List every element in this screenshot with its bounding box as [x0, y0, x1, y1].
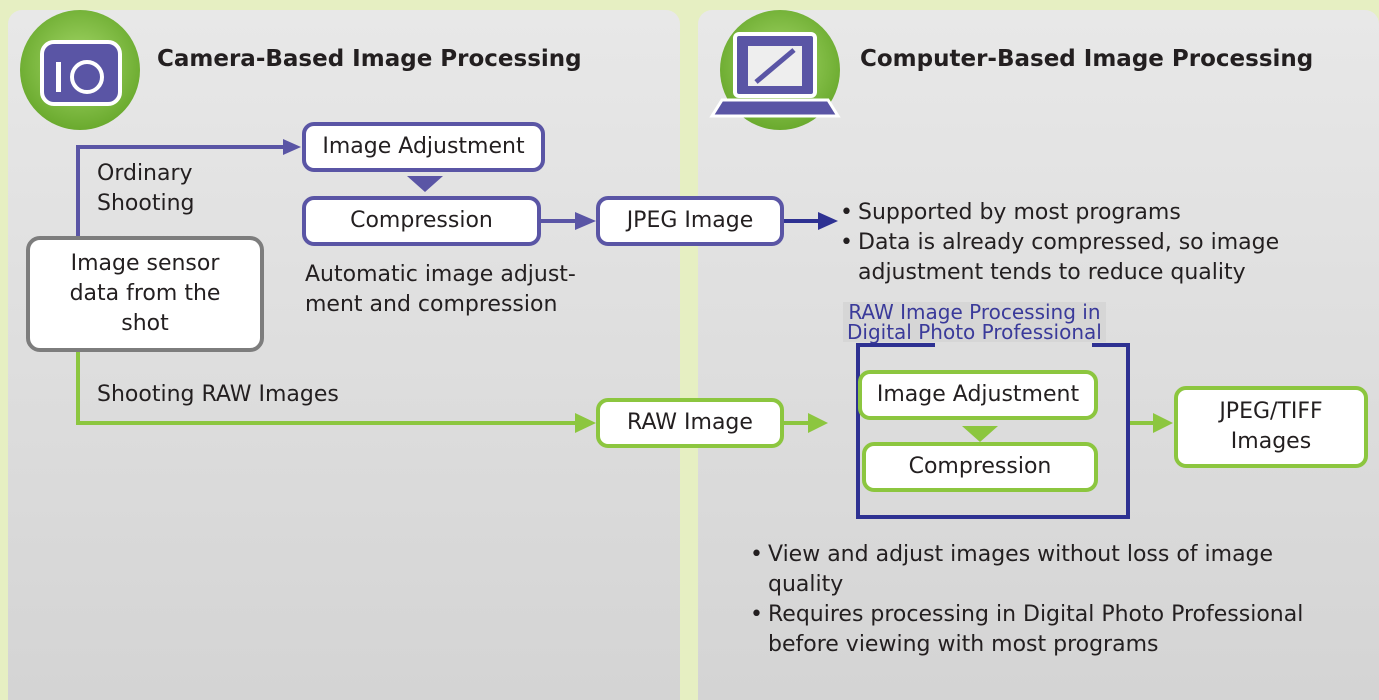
dpp-adjust-box: Image Adjustment [858, 370, 1098, 420]
arrow-to-output [1153, 413, 1173, 433]
camera-panel-title: Camera-Based Image Processing [157, 46, 582, 72]
laptop-icon [709, 10, 841, 130]
ordinary-path [76, 145, 575, 238]
arrow-to-adjust [283, 139, 301, 155]
auto-adjust-note: Automatic image adjust- ment and compres… [305, 262, 576, 317]
camera-compress-box: Compression [302, 196, 541, 246]
jpeg-image-box: JPEG Image [596, 196, 784, 246]
shooting-raw-label: Shooting RAW Images [97, 382, 339, 407]
raw-note-item: Requires processing in Digital Photo Pro… [750, 600, 1350, 660]
jpeg-notes-list: Supported by most programs Data is alrea… [840, 198, 1340, 288]
arrow-dpp-adjust-to-compress [962, 426, 998, 442]
raw-notes-list: View and adjust images without loss of i… [750, 540, 1350, 660]
sensor-data-box: Image sensor data from the shot [26, 236, 264, 352]
camera-icon [20, 10, 140, 130]
arrow-to-dpp [808, 413, 828, 433]
arrow-adjust-to-compress [407, 176, 443, 192]
jpeg-tiff-output-box: JPEG/TIFF Images [1174, 386, 1368, 468]
arrow-to-jpeg-notes [818, 212, 838, 230]
arrow-to-raw [575, 413, 596, 433]
arrow-to-jpeg [575, 212, 596, 230]
raw-note-item: View and adjust images without loss of i… [750, 540, 1350, 600]
raw-path [76, 350, 1153, 425]
computer-panel-title: Computer-Based Image Processing [860, 46, 1314, 72]
dpp-compress-box: Compression [862, 442, 1098, 492]
jpeg-note-item: Data is already compressed, so image adj… [840, 228, 1340, 288]
dpp-group-label: RAW Image Processing in Digital Photo Pr… [843, 302, 1106, 342]
jpeg-note-item: Supported by most programs [840, 198, 1340, 228]
dpp-group-frame [856, 343, 1130, 519]
camera-adjust-box: Image Adjustment [302, 122, 545, 172]
raw-image-box: RAW Image [596, 398, 784, 448]
ordinary-shooting-label: Ordinary Shooting [97, 161, 195, 216]
